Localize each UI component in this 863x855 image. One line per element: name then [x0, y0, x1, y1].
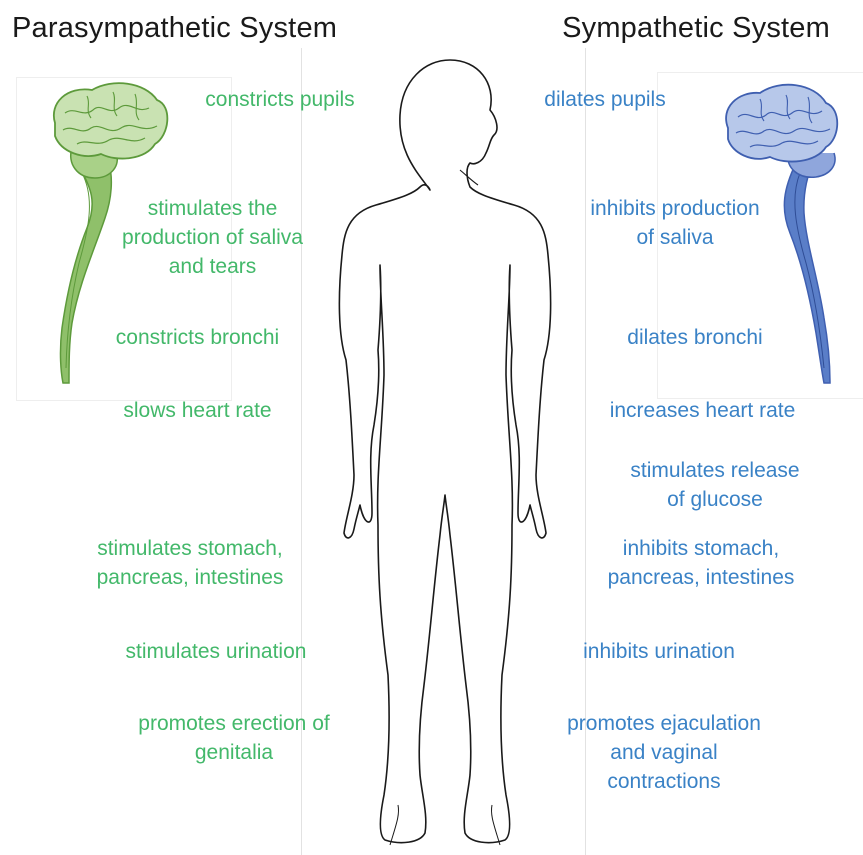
symp-label-saliva: inhibits production of saliva — [560, 194, 790, 252]
symp-label-pupils: dilates pupils — [520, 85, 690, 114]
symp-label-heart: increases heart rate — [585, 396, 820, 425]
sympathetic-title: Sympathetic System — [562, 12, 830, 45]
para-label-heart: slows heart rate — [100, 396, 295, 425]
para-label-genitalia: promotes erection of genitalia — [105, 709, 363, 767]
symp-label-ejaculation: promotes ejaculation and vaginal contrac… — [535, 709, 793, 796]
para-label-pupils: constricts pupils — [185, 85, 375, 114]
para-label-digestion: stimulates stomach, pancreas, intestines — [70, 534, 310, 592]
para-label-urination: stimulates urination — [100, 637, 332, 666]
parasympathetic-title: Parasympathetic System — [12, 12, 337, 45]
symp-label-bronchi: dilates bronchi — [600, 323, 790, 352]
symp-label-digestion: inhibits stomach, pancreas, intestines — [585, 534, 817, 592]
symp-label-glucose: stimulates release of glucose — [605, 456, 825, 514]
para-label-saliva: stimulates the production of saliva and … — [100, 194, 325, 281]
para-label-bronchi: constricts bronchi — [90, 323, 305, 352]
symp-label-urination: inhibits urination — [555, 637, 763, 666]
